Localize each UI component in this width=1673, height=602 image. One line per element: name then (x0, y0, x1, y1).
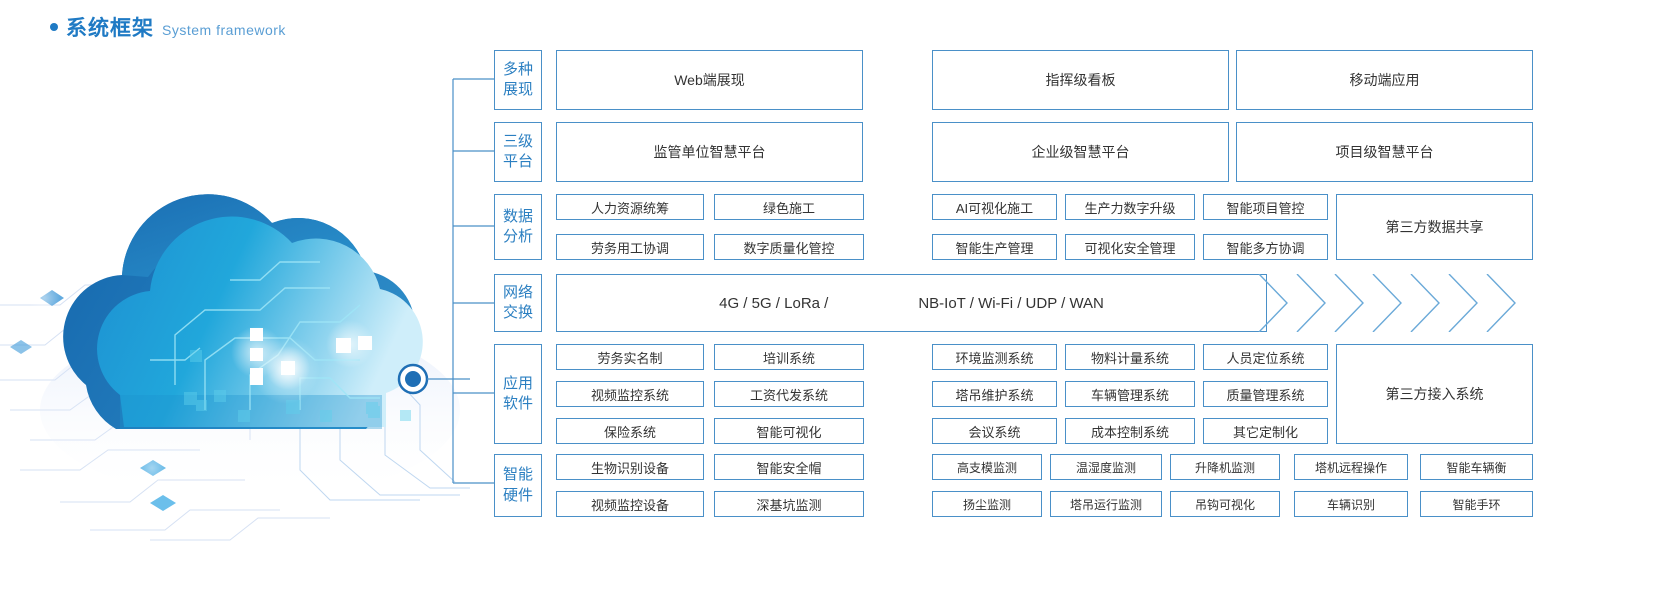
cloud-connector-node (397, 363, 470, 395)
row-category-network-exchange: 网络 交换 (494, 274, 542, 332)
category-line-1: 数据 (502, 207, 533, 225)
category-line-2: 展现 (502, 81, 533, 98)
cell-project-platform[interactable]: 项目级智慧平台 (1236, 122, 1533, 182)
cell-deep-pit-monitor[interactable]: 深基坑监测 (714, 491, 864, 517)
row-cells: 劳务实名制 培训系统 视频监控系统 工资代发系统 保险系统 智能可视化 环境监测… (512, 344, 1673, 444)
cloud-circuit-nodes (184, 350, 411, 422)
cell-crane-remote-operation[interactable]: 塔机远程操作 (1294, 454, 1408, 480)
cell-training-system[interactable]: 培训系统 (714, 344, 864, 370)
page-title-cn: 系统框架 (66, 17, 154, 40)
category-line-2: 交换 (502, 304, 533, 321)
cell-digital-quality[interactable]: 数字质量化管控 (714, 234, 864, 260)
row-data-analysis: 数据 分析 人力资源统筹 绿色施工 劳务用工协调 数字质量化管控 AI可视化施工… (452, 194, 1673, 260)
cell-labor-real-name[interactable]: 劳务实名制 (556, 344, 704, 370)
cell-crane-operation-monitor[interactable]: 塔吊运行监测 (1050, 491, 1162, 517)
network-protocols-left: 4G / 5G / LoRa / (719, 294, 829, 312)
cell-vehicle-management[interactable]: 车辆管理系统 (1065, 381, 1195, 407)
category-line-2: 平台 (502, 153, 533, 170)
row-application-software: 应用 软件 劳务实名制 培训系统 视频监控系统 工资代发系统 保险系统 智能可视… (452, 344, 1673, 444)
cell-third-party-access-system[interactable]: 第三方接入系统 (1336, 344, 1533, 444)
cell-personnel-position[interactable]: 人员定位系统 (1203, 344, 1328, 370)
cell-supervisory-platform[interactable]: 监管单位智慧平台 (556, 122, 863, 182)
cell-third-party-data-sharing[interactable]: 第三方数据共享 (1336, 194, 1533, 260)
cell-green-construction[interactable]: 绿色施工 (714, 194, 864, 220)
category-line-2: 硬件 (502, 486, 533, 504)
system-framework-diagram: 多种 展现 Web端展现 指挥级看板 移动端应用 三级 平台 监管单位智慧平台 … (452, 46, 1673, 526)
cell-productivity-upgrade[interactable]: 生产力数字升级 (1065, 194, 1195, 220)
cell-insurance-system[interactable]: 保险系统 (556, 418, 704, 444)
cell-labor-coordination[interactable]: 劳务用工协调 (556, 234, 704, 260)
floating-chips (10, 282, 176, 511)
row-smart-hardware: 智能 硬件 生物识别设备 智能安全帽 视频监控设备 深基坑监测 高支模监测 温湿… (452, 454, 1673, 517)
cell-video-monitor-system[interactable]: 视频监控系统 (556, 381, 704, 407)
cell-environment-monitor[interactable]: 环境监测系统 (932, 344, 1057, 370)
cell-meeting-system[interactable]: 会议系统 (932, 418, 1057, 444)
row-category-smart-hardware: 智能 硬件 (494, 454, 542, 517)
cell-biometric-device[interactable]: 生物识别设备 (556, 454, 704, 480)
cell-visual-safety-mgmt[interactable]: 可视化安全管理 (1065, 234, 1195, 260)
cell-smart-multiparty[interactable]: 智能多方协调 (1203, 234, 1328, 260)
row-cells: Web端展现 指挥级看板 移动端应用 (512, 50, 1673, 110)
cell-payroll-system[interactable]: 工资代发系统 (714, 381, 864, 407)
cell-dust-monitor[interactable]: 扬尘监测 (932, 491, 1042, 517)
cell-high-formwork-monitor[interactable]: 高支模监测 (932, 454, 1042, 480)
cell-material-metering[interactable]: 物料计量系统 (1065, 344, 1195, 370)
cell-hook-visualization[interactable]: 吊钩可视化 (1170, 491, 1280, 517)
cell-quality-management[interactable]: 质量管理系统 (1203, 381, 1328, 407)
cell-network-protocol-bar[interactable]: 4G / 5G / LoRa / NB-IoT / Wi-Fi / UDP / … (556, 274, 1267, 332)
row-cells: 生物识别设备 智能安全帽 视频监控设备 深基坑监测 高支模监测 温湿度监测 升降… (512, 454, 1673, 517)
cell-hr-coordination[interactable]: 人力资源统筹 (556, 194, 704, 220)
cell-temp-humidity-monitor[interactable]: 温湿度监测 (1050, 454, 1162, 480)
cell-ai-visual-construction[interactable]: AI可视化施工 (932, 194, 1057, 220)
category-line-1: 网络 (502, 283, 533, 301)
cell-elevator-monitor[interactable]: 升降机监测 (1170, 454, 1280, 480)
row-cells: 监管单位智慧平台 企业级智慧平台 项目级智慧平台 (512, 122, 1673, 182)
row-category-data-analysis: 数据 分析 (494, 194, 542, 260)
row-cells: 人力资源统筹 绿色施工 劳务用工协调 数字质量化管控 AI可视化施工 生产力数字… (512, 194, 1673, 260)
cell-smart-helmet[interactable]: 智能安全帽 (714, 454, 864, 480)
chevron-arrow-strip (1258, 274, 1516, 332)
category-line-1: 三级 (502, 132, 533, 150)
connector-rail (452, 78, 494, 484)
row-three-tier-platform: 三级 平台 监管单位智慧平台 企业级智慧平台 项目级智慧平台 (452, 122, 1673, 182)
cell-other-customization[interactable]: 其它定制化 (1203, 418, 1328, 444)
cloud-glow-nodes (231, 320, 374, 404)
cell-web-presentation[interactable]: Web端展现 (556, 50, 863, 110)
cell-video-monitor-device[interactable]: 视频监控设备 (556, 491, 704, 517)
row-category-presentation: 多种 展现 (494, 50, 542, 110)
cloud-shape (63, 194, 423, 429)
cell-smart-project-control[interactable]: 智能项目管控 (1203, 194, 1328, 220)
page-header: 系统框架 System framework (50, 12, 286, 42)
cell-mobile-application[interactable]: 移动端应用 (1236, 50, 1533, 110)
cell-cost-control-system[interactable]: 成本控制系统 (1065, 418, 1195, 444)
network-protocols-right: NB-IoT / Wi-Fi / UDP / WAN (918, 294, 1104, 312)
cell-enterprise-platform[interactable]: 企业级智慧平台 (932, 122, 1229, 182)
cell-crane-maintenance[interactable]: 塔吊维护系统 (932, 381, 1057, 407)
row-category-application-software: 应用 软件 (494, 344, 542, 444)
row-category-three-tier-platform: 三级 平台 (494, 122, 542, 182)
cell-vehicle-recognition[interactable]: 车辆识别 (1294, 491, 1408, 517)
row-presentation: 多种 展现 Web端展现 指挥级看板 移动端应用 (452, 50, 1673, 110)
cell-smart-wristband[interactable]: 智能手环 (1420, 491, 1533, 517)
category-line-2: 软件 (502, 395, 533, 412)
cell-smart-visualization[interactable]: 智能可视化 (714, 418, 864, 444)
row-network-exchange: 网络 交换 4G / 5G / LoRa / NB-IoT / Wi-Fi / … (452, 274, 1673, 332)
cloud-computing-illustration (0, 110, 470, 550)
page-title-en: System framework (162, 22, 286, 38)
category-line-1: 智能 (502, 466, 533, 484)
cell-smart-production-mgmt[interactable]: 智能生产管理 (932, 234, 1057, 260)
category-line-1: 应用 (502, 374, 533, 392)
category-line-2: 分析 (502, 228, 533, 245)
category-line-1: 多种 (502, 60, 533, 78)
cell-smart-weighbridge[interactable]: 智能车辆衡 (1420, 454, 1533, 480)
row-cells: 4G / 5G / LoRa / NB-IoT / Wi-Fi / UDP / … (512, 274, 1673, 332)
bullet-dot-icon (50, 23, 58, 31)
cell-command-dashboard[interactable]: 指挥级看板 (932, 50, 1229, 110)
